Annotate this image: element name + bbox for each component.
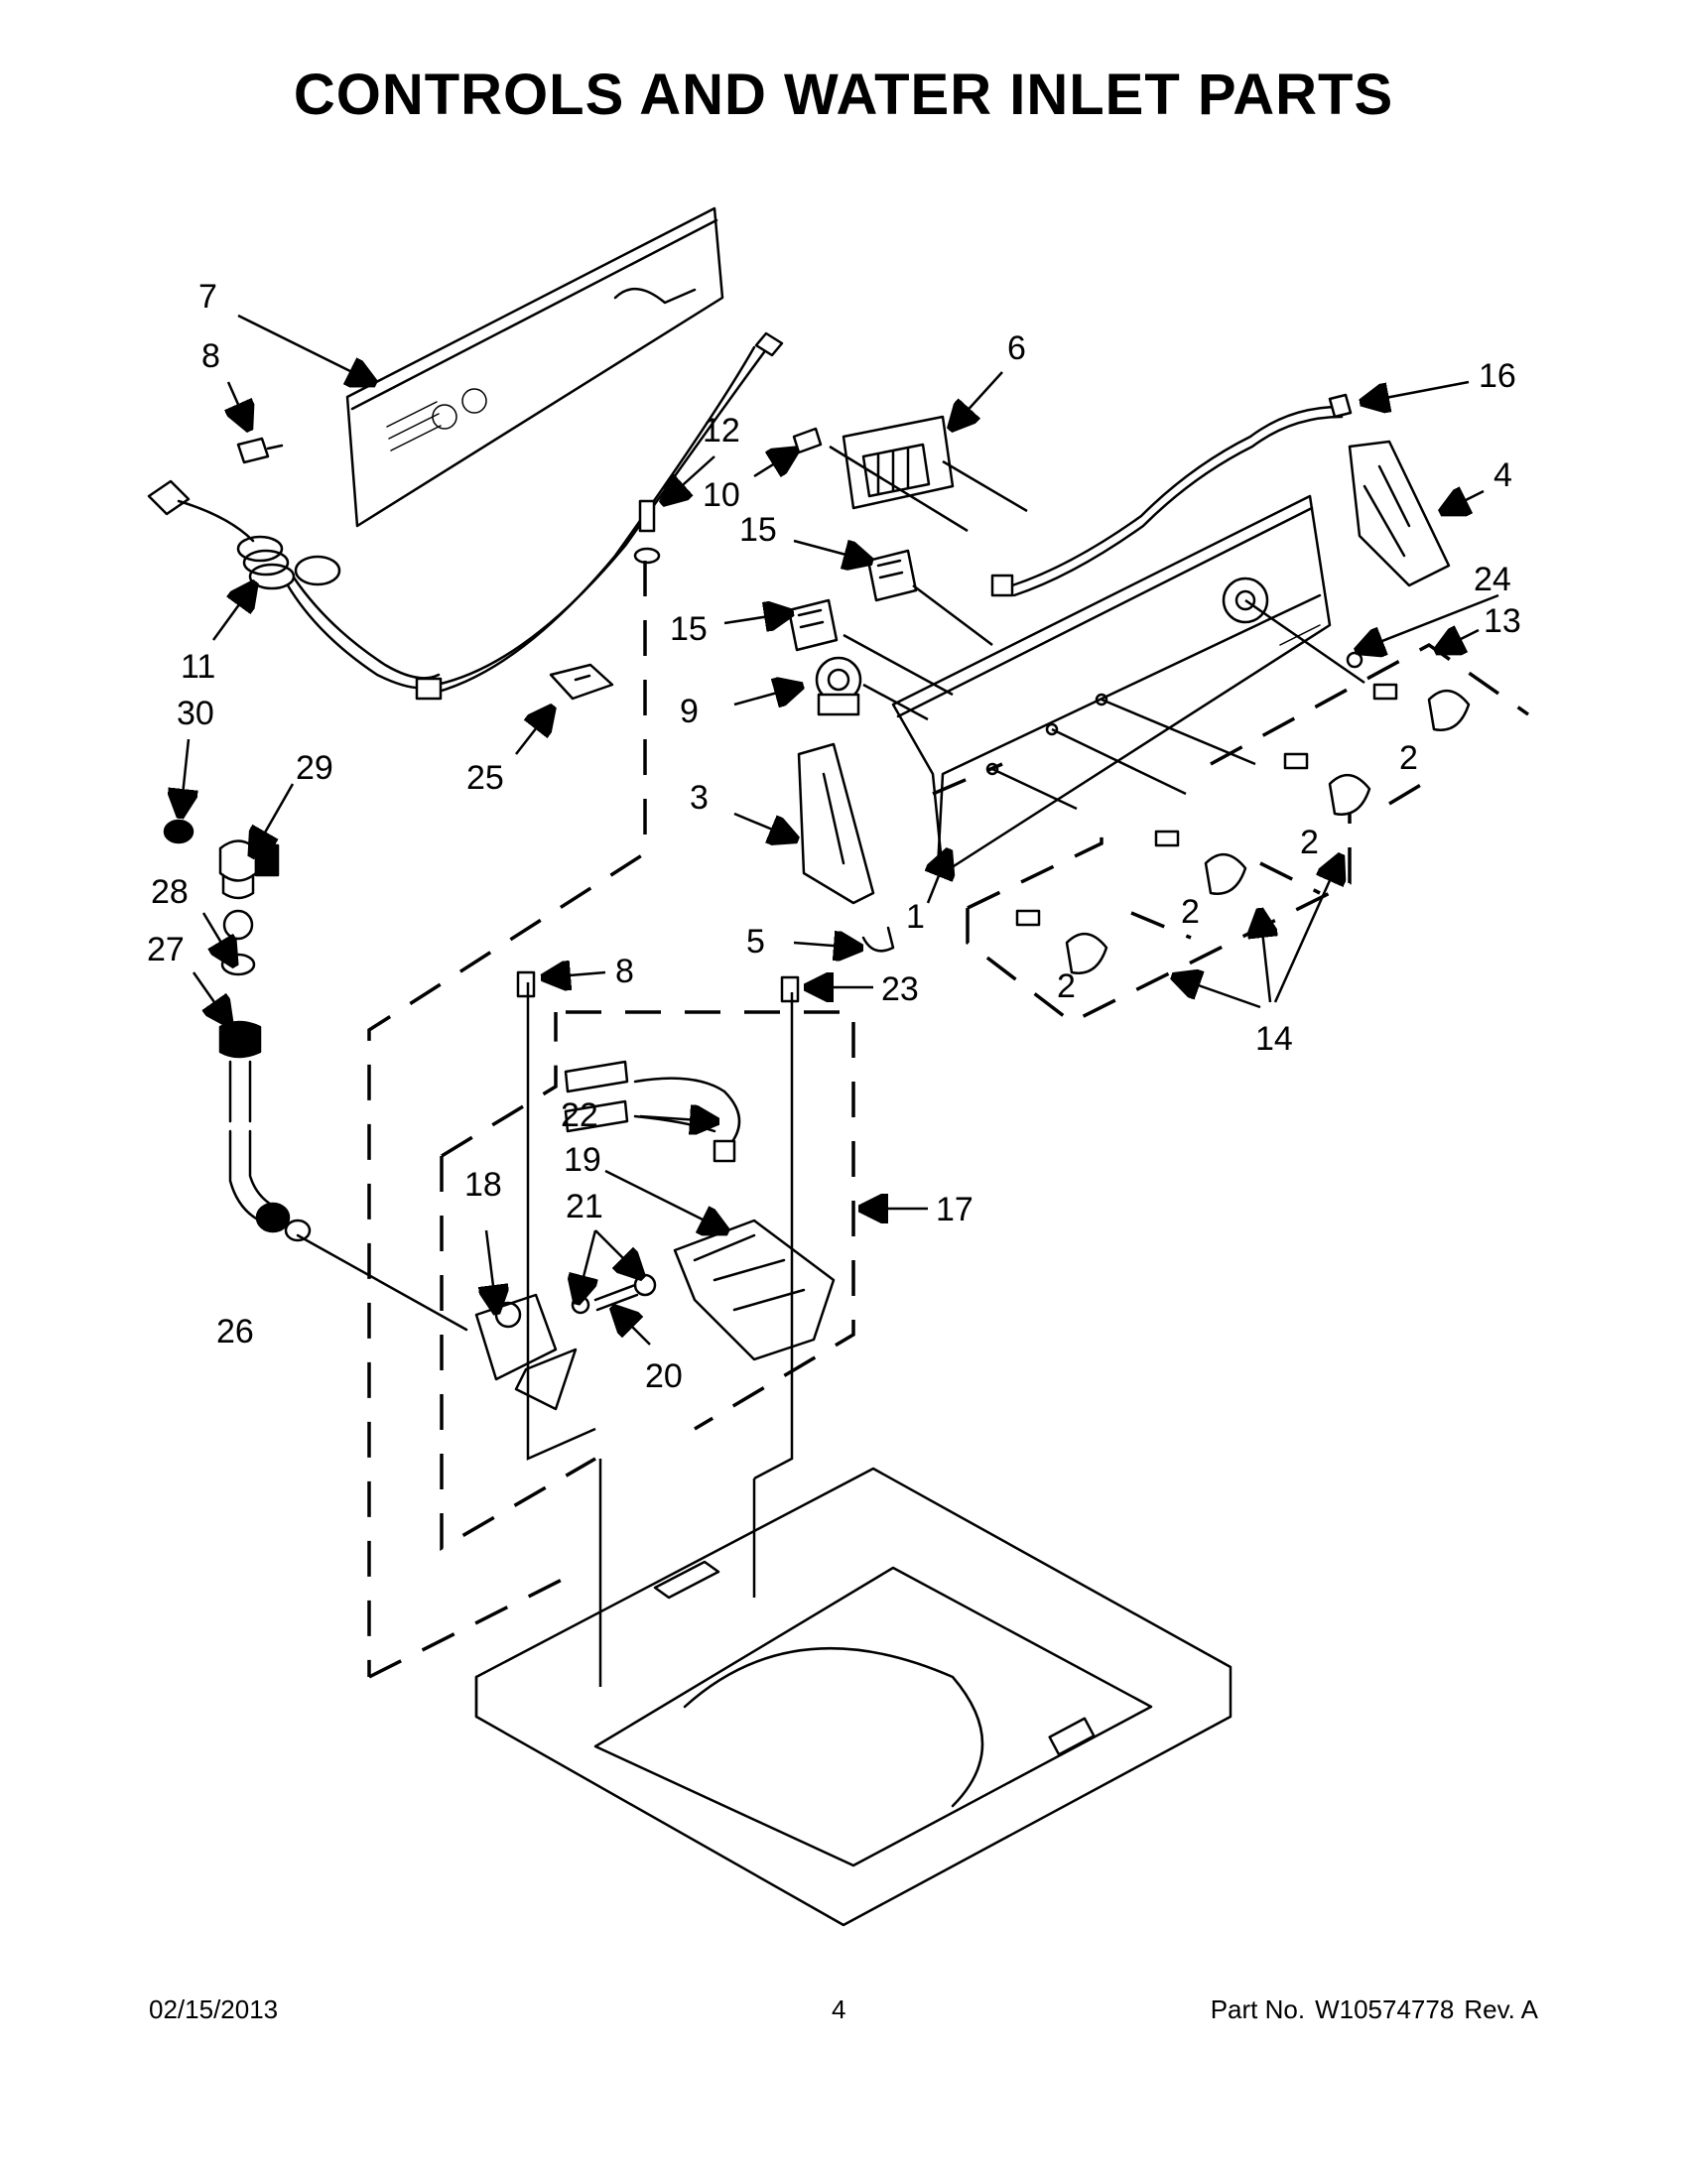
callout-30: 30	[177, 695, 214, 732]
callout-2b: 2	[1300, 824, 1319, 861]
knob-part-2c	[1154, 830, 1247, 895]
callout-27: 27	[147, 931, 185, 968]
wire-harness-16	[990, 393, 1353, 597]
screw-part-23	[780, 975, 800, 1003]
callout-23: 23	[881, 970, 919, 1008]
clip-part-5	[861, 926, 895, 953]
footer-date: 02/15/2013	[149, 1994, 279, 2024]
callout-21: 21	[566, 1188, 603, 1225]
screw-part-8	[236, 437, 284, 464]
rotary-switch	[815, 656, 862, 716]
screw-part-8-lower	[516, 970, 536, 998]
callout-19: 19	[564, 1141, 601, 1179]
callout-29: 29	[296, 749, 333, 787]
callout-28: 28	[151, 873, 189, 911]
callout-1: 1	[906, 898, 925, 936]
callout-18: 18	[464, 1166, 502, 1204]
screw-part-10	[792, 427, 823, 454]
switch-part-15b	[787, 598, 839, 652]
water-inlet-valve	[474, 1293, 578, 1411]
callout-13: 13	[1484, 602, 1521, 640]
wire-harness-main	[415, 331, 784, 701]
console-end-cap-right	[1348, 440, 1451, 587]
callout-15: 15	[739, 511, 777, 549]
callout-11: 11	[181, 648, 215, 686]
callout-15b: 15	[670, 610, 708, 648]
part-label: Part No.	[1210, 1994, 1306, 2024]
callout-labels: 7 8 6 16 12 10 4 15 24 13 15 11 9 30 25 …	[147, 278, 1521, 1395]
callout-8: 8	[201, 337, 220, 375]
rear-console-panel	[345, 206, 724, 528]
callout-25: 25	[466, 759, 504, 797]
screw-part-12	[633, 499, 661, 565]
knob-part-2d	[1015, 909, 1108, 974]
inlet-tube-fitting	[571, 1273, 657, 1315]
inlet-hose-assembly	[163, 819, 468, 1332]
callout-2c: 2	[1181, 893, 1200, 931]
callout-3: 3	[690, 779, 709, 817]
water-dispenser-assembly	[673, 1219, 836, 1361]
part-number: W10574778	[1315, 1994, 1455, 2024]
footer-page-number: 4	[832, 1994, 846, 2024]
switch-part-15a	[866, 549, 918, 602]
callout-8b: 8	[615, 953, 634, 990]
knob-part-2b	[1283, 752, 1371, 816]
callout-26: 26	[216, 1313, 254, 1350]
callout-6: 6	[1007, 329, 1026, 367]
callout-7: 7	[198, 278, 217, 316]
page-title: CONTROLS AND WATER INLET PARTS	[293, 63, 1394, 127]
control-board	[842, 415, 955, 510]
callout-14: 14	[1255, 1020, 1293, 1058]
callout-9: 9	[680, 693, 699, 730]
callout-4: 4	[1493, 456, 1512, 494]
console-end-cap-left	[797, 742, 875, 905]
callout-2d: 2	[1057, 967, 1076, 1005]
callout-16: 16	[1479, 357, 1516, 395]
callout-10: 10	[703, 476, 740, 514]
callout-12: 12	[703, 412, 740, 450]
callout-2a: 2	[1399, 739, 1418, 777]
callout-5: 5	[746, 923, 765, 961]
clip-part-25	[549, 663, 614, 701]
washer-top-cabinet	[474, 1467, 1233, 1927]
control-console	[891, 494, 1363, 875]
footer-part-number: Part No. W10574778 Rev. A	[1201, 1994, 1538, 2025]
knob-part-2a	[1372, 683, 1471, 731]
callout-24: 24	[1474, 561, 1511, 598]
callout-20: 20	[645, 1357, 683, 1395]
revision: Rev. A	[1464, 1994, 1538, 2024]
callout-22: 22	[561, 1096, 598, 1134]
callout-17: 17	[936, 1191, 973, 1228]
